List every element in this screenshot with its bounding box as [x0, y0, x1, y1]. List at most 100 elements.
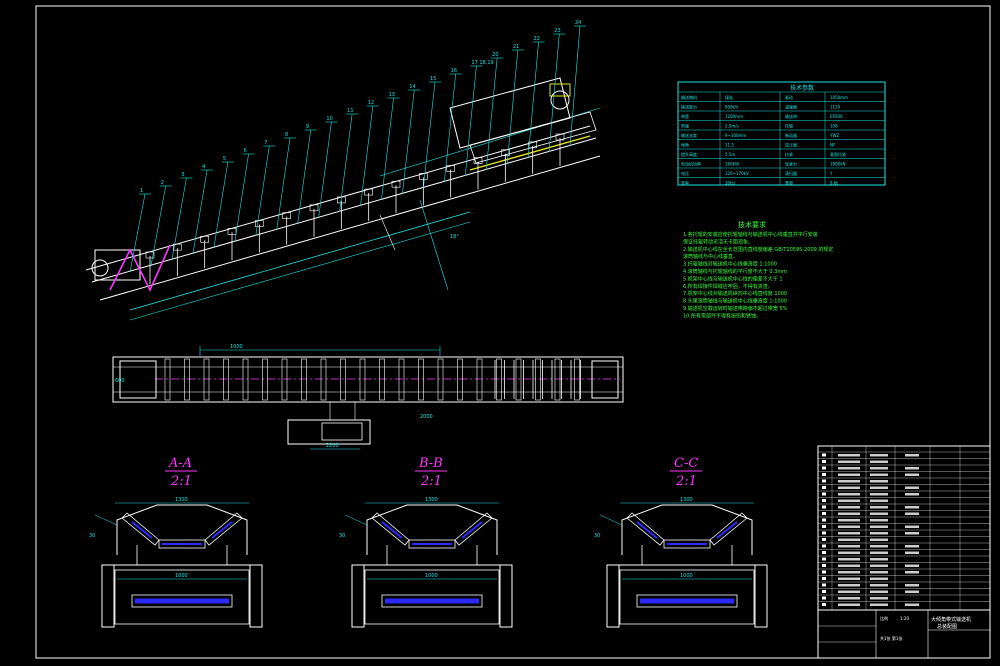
- return-idler: [131, 594, 233, 608]
- title-block: 大倾角带式输送机 总装配图 比例 1:20 共1张 第1张: [817, 445, 991, 659]
- idler-bracket: [473, 157, 483, 164]
- part-balloon: 7: [264, 140, 267, 146]
- bom-item-qty: [905, 467, 919, 470]
- idler-bracket: [364, 188, 373, 196]
- bom-item-code: [838, 460, 860, 463]
- bom-item-name: [870, 577, 888, 580]
- plan-idler: [359, 358, 366, 401]
- part-balloon: 6: [244, 148, 247, 154]
- bom-item-no: [822, 505, 826, 509]
- leader-line: [527, 41, 539, 159]
- bom-item-code: [838, 467, 860, 470]
- leader-line: [171, 177, 187, 261]
- part-balloon: 1: [140, 188, 143, 194]
- plan-idler: [437, 358, 444, 401]
- bom-item-no: [822, 512, 826, 515]
- spec-param-value: YWZ: [829, 133, 839, 138]
- bom-item-name: [870, 532, 888, 535]
- bom-item-code: [838, 493, 860, 496]
- section-label: C-C: [674, 456, 698, 471]
- idler-bracket: [528, 141, 537, 149]
- bom-item-code: [838, 584, 860, 587]
- bom-item-name: [870, 512, 888, 515]
- spec-param-name: 效率: [681, 180, 689, 186]
- bom-item-no: [822, 551, 826, 554]
- note-line: 8.头尾滚筒轴线与输送机中心线垂直度 1:1000: [683, 298, 787, 305]
- note-line: 1.各托辊的安装应使托辊轴线与输送机中心线垂直并平行安装: [683, 231, 818, 238]
- scale-value: 1:20: [900, 616, 909, 621]
- bom-item-name: [870, 493, 888, 496]
- leader-line: [276, 137, 291, 231]
- note-line: 10.所有零部件不得有损伤和锈蚀。: [683, 312, 761, 319]
- plan-idler: [398, 358, 405, 401]
- leader-line: [485, 57, 498, 171]
- leader-line: [297, 129, 312, 225]
- part-balloon: 8: [285, 132, 288, 138]
- spec-param-name: 输送带: [785, 113, 797, 119]
- plan-idler: [379, 358, 385, 401]
- bom-item-no: [822, 531, 826, 535]
- bom-item-code: [838, 532, 860, 535]
- plan-idler: [184, 358, 190, 401]
- bom-item-no: [822, 466, 826, 470]
- idler-bracket: [309, 204, 319, 212]
- spec-param-name: 驱动: [785, 94, 793, 100]
- bom-item-no: [822, 577, 826, 580]
- wing-roller-right: [461, 521, 483, 539]
- part-balloon: 17 18,19: [471, 60, 493, 66]
- bom-item-qty: [905, 571, 919, 574]
- spec-param-name: 电压: [681, 170, 689, 176]
- bom-item-no: [822, 583, 826, 587]
- bom-item-no: [822, 590, 826, 593]
- bom-item-name: [870, 590, 888, 593]
- bom-item-name: [870, 571, 888, 574]
- spec-param-name: 输送能力: [681, 104, 697, 110]
- spec-param-name: 带宽: [681, 113, 689, 119]
- bom-item-qty: [905, 532, 919, 535]
- leader-line: [213, 161, 229, 249]
- bom-item-name: [870, 584, 888, 587]
- plan-idler: [223, 358, 229, 401]
- leader-line: [360, 105, 374, 207]
- bom-item-code: [838, 506, 860, 509]
- note-line: 保证托辊转动灵活无卡阻现象。: [683, 238, 753, 245]
- spec-param-name: 托辊: [785, 123, 793, 129]
- plan-idler: [535, 358, 541, 401]
- spec-param-name: 输送长度: [681, 132, 697, 138]
- bom-item-code: [838, 590, 860, 593]
- leader-line: [569, 25, 581, 147]
- note-line: 4.滚筒轴线与托辊轴线的平行度不大于 0.3mm: [683, 268, 787, 275]
- leader-line: [192, 169, 208, 255]
- bom-item-no: [822, 473, 826, 476]
- section-width-dim: 1300: [425, 497, 438, 503]
- bom-item-name: [870, 525, 888, 528]
- plan-idler: [340, 358, 346, 401]
- plan-view-idlers: [164, 358, 581, 401]
- idler-bracket: [501, 149, 510, 157]
- part-balloon: 22: [534, 36, 540, 42]
- spec-param-value: 120~170kV: [725, 171, 749, 176]
- part-balloon: 23: [554, 28, 560, 34]
- part-balloon: 5: [223, 156, 226, 162]
- plan-dim-drive: 2200: [326, 443, 339, 449]
- bom-item-no: [822, 525, 826, 528]
- bom-item-qty: [905, 512, 919, 515]
- plan-dim-right: 2000: [420, 414, 433, 420]
- bom-item-code: [838, 480, 860, 483]
- spec-param-value: EP200: [830, 114, 843, 119]
- spec-param-name: 提升高度: [681, 151, 697, 157]
- idler-bracket: [227, 228, 237, 235]
- bom-item-no: [822, 570, 826, 574]
- plan-idler: [281, 358, 288, 401]
- leader-line: [548, 33, 560, 153]
- part-balloon: 15: [430, 76, 436, 82]
- bom-item-qty: [905, 473, 919, 476]
- note-line: 6.所有焊接件焊缝应牢固，不得有夹渣。: [683, 283, 773, 290]
